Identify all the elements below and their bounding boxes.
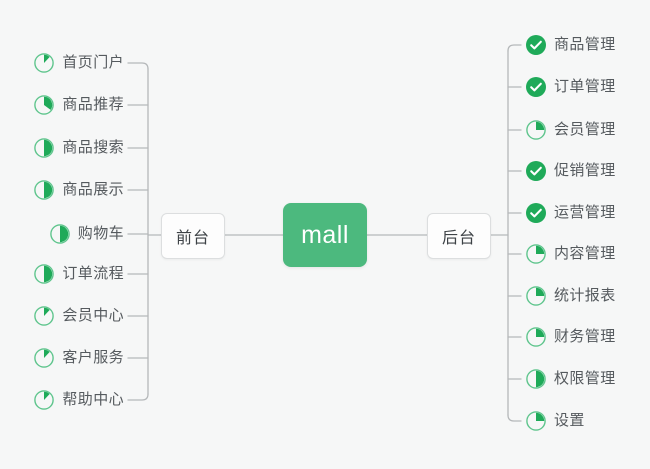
branch-node-label: 前台 <box>175 230 210 247</box>
pie-progress-icon <box>525 368 547 390</box>
pie-progress-icon <box>49 223 71 245</box>
connector-stub <box>507 414 522 422</box>
pie-progress-icon <box>33 389 55 411</box>
leaf-item-label: 客户服务 <box>62 349 124 366</box>
leaf-item-label: 统计报表 <box>554 287 616 304</box>
pie-progress-icon <box>525 326 547 348</box>
leaf-item-backend-8[interactable]: 权限管理 <box>525 366 616 392</box>
leaf-item-frontend-3[interactable]: 商品展示 <box>0 177 124 203</box>
leaf-item-backend-3[interactable]: 促销管理 <box>525 158 616 184</box>
pie-progress-icon <box>525 119 547 141</box>
check-circle-icon <box>525 160 547 182</box>
pie-progress-icon <box>33 263 55 285</box>
leaf-item-backend-7[interactable]: 财务管理 <box>525 324 616 350</box>
check-circle-icon <box>525 34 547 56</box>
leaf-item-label: 促销管理 <box>554 162 616 179</box>
pie-progress-icon <box>33 305 55 327</box>
leaf-item-frontend-4[interactable]: 购物车 <box>0 221 124 247</box>
leaf-item-backend-9[interactable]: 设置 <box>525 408 585 434</box>
leaf-item-frontend-5[interactable]: 订单流程 <box>0 261 124 287</box>
leaf-item-label: 会员中心 <box>62 307 124 324</box>
leaf-item-label: 商品搜索 <box>62 139 124 156</box>
leaf-item-backend-1[interactable]: 订单管理 <box>525 74 616 100</box>
leaf-item-backend-4[interactable]: 运营管理 <box>525 200 616 226</box>
connector-stub <box>127 393 149 401</box>
check-circle-icon <box>525 202 547 224</box>
leaf-item-label: 订单流程 <box>62 265 124 282</box>
leaf-item-label: 商品推荐 <box>62 96 124 113</box>
leaf-item-backend-5[interactable]: 内容管理 <box>525 241 616 267</box>
leaf-item-frontend-8[interactable]: 帮助中心 <box>0 387 124 413</box>
branch-node-label: 后台 <box>441 230 476 247</box>
connector-stub <box>127 62 149 70</box>
leaf-item-backend-2[interactable]: 会员管理 <box>525 117 616 143</box>
leaf-item-frontend-0[interactable]: 首页门户 <box>0 50 124 76</box>
leaf-item-frontend-7[interactable]: 客户服务 <box>0 345 124 371</box>
pie-progress-icon <box>525 410 547 432</box>
leaf-item-label: 首页门户 <box>62 54 124 71</box>
leaf-item-label: 商品展示 <box>62 181 124 198</box>
pie-progress-icon <box>525 243 547 265</box>
leaf-item-frontend-1[interactable]: 商品推荐 <box>0 92 124 118</box>
pie-progress-icon <box>525 285 547 307</box>
leaf-item-label: 内容管理 <box>554 245 616 262</box>
leaf-item-label: 购物车 <box>77 225 124 242</box>
pie-progress-icon <box>33 52 55 74</box>
check-circle-icon <box>525 76 547 98</box>
leaf-item-label: 帮助中心 <box>62 391 124 408</box>
branch-node-backend[interactable]: 后台 <box>427 213 491 259</box>
leaf-item-label: 会员管理 <box>554 121 616 138</box>
pie-progress-icon <box>33 137 55 159</box>
leaf-item-backend-0[interactable]: 商品管理 <box>525 32 616 58</box>
pie-progress-icon <box>33 347 55 369</box>
pie-progress-icon <box>33 179 55 201</box>
branch-node-frontend[interactable]: 前台 <box>161 213 225 259</box>
connector-stub <box>507 44 522 52</box>
leaf-item-label: 运营管理 <box>554 204 616 221</box>
leaf-item-frontend-2[interactable]: 商品搜索 <box>0 135 124 161</box>
leaf-item-label: 财务管理 <box>554 328 616 345</box>
leaf-item-label: 订单管理 <box>554 78 616 95</box>
leaf-item-backend-6[interactable]: 统计报表 <box>525 283 616 309</box>
leaf-item-label: 权限管理 <box>554 370 616 387</box>
leaf-item-label: 商品管理 <box>554 36 616 53</box>
leaf-item-frontend-6[interactable]: 会员中心 <box>0 303 124 329</box>
leaf-item-label: 设置 <box>554 412 585 429</box>
root-node-label: mall <box>301 220 349 249</box>
root-node[interactable]: mall <box>283 203 367 267</box>
pie-progress-icon <box>33 94 55 116</box>
